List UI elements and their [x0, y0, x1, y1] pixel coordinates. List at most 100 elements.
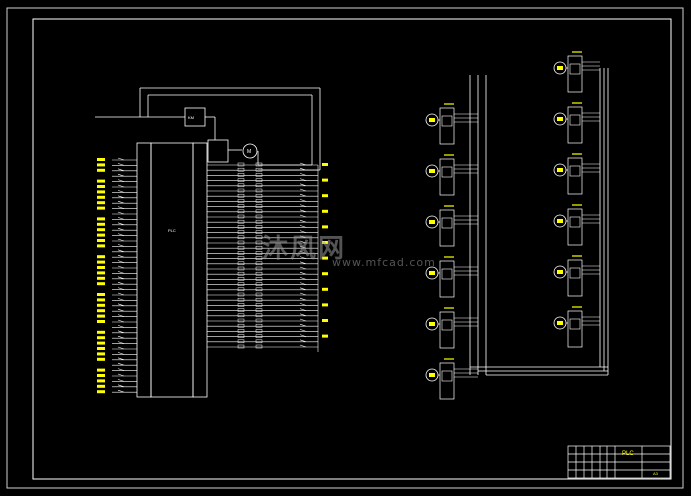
input-row [97, 238, 137, 242]
output-row [207, 344, 318, 349]
input-row [112, 362, 137, 366]
input-row [97, 298, 137, 302]
input-row [97, 341, 137, 345]
output-row [207, 303, 328, 307]
output-row [207, 323, 318, 328]
input-row [97, 373, 137, 377]
motor-unit [553, 153, 600, 195]
output-row [207, 292, 318, 297]
output-row [207, 240, 328, 245]
input-row [97, 389, 137, 394]
motor-unit [553, 102, 600, 144]
output-row [207, 277, 318, 281]
plc-input-wiring [97, 157, 137, 394]
breaker-label: KM [188, 115, 194, 120]
output-row [207, 297, 318, 302]
motor-unit [425, 205, 478, 247]
output-row [207, 318, 328, 323]
input-row [97, 368, 137, 372]
output-row [207, 167, 318, 172]
motor-unit [425, 154, 478, 196]
title-block-sheet: A3 [653, 471, 659, 476]
motor-label: M [247, 149, 251, 155]
motor-circuit-diagram [469, 68, 609, 376]
input-row [97, 244, 137, 248]
output-row [207, 251, 318, 255]
output-row [207, 173, 318, 177]
input-row [97, 314, 137, 318]
watermark-url: www.mfcad.com [332, 256, 436, 269]
output-row [207, 214, 318, 219]
output-row [207, 266, 318, 271]
watermark-brand: 沐风网 [262, 234, 347, 264]
output-row [207, 188, 318, 193]
plc-box-label: PLC [168, 228, 176, 233]
input-row [97, 330, 137, 334]
output-row [207, 308, 318, 312]
input-row [97, 346, 137, 350]
input-row [97, 384, 137, 388]
input-row [97, 260, 137, 264]
motor-unit [553, 51, 600, 93]
input-row [97, 184, 137, 188]
output-row [207, 329, 318, 333]
watermark: 沐风网 www.mfcad.com [262, 228, 435, 269]
input-row [112, 249, 137, 253]
output-row [207, 245, 318, 250]
input-row [97, 168, 137, 172]
input-row [112, 287, 137, 290]
motor-unit [425, 103, 478, 145]
inner-border [32, 18, 672, 480]
input-row [97, 335, 137, 340]
input-row [97, 227, 137, 232]
output-row [207, 339, 318, 344]
output-row [207, 287, 328, 292]
output-row [207, 271, 328, 276]
output-row [207, 230, 318, 234]
outer-border [6, 7, 684, 489]
title-block-title: PLC [622, 451, 634, 457]
right-motor-group [553, 51, 600, 348]
title-block [567, 445, 671, 479]
motor-unit [553, 306, 600, 348]
output-row [207, 178, 328, 182]
input-row [97, 222, 137, 226]
input-row [97, 190, 137, 194]
input-row [97, 157, 137, 161]
input-row [112, 173, 137, 177]
input-row [97, 271, 137, 275]
output-row [207, 225, 328, 229]
plc-output-wiring [207, 162, 328, 352]
input-row [97, 352, 137, 356]
motor-unit [425, 307, 478, 349]
output-row [207, 334, 328, 338]
input-row [97, 265, 137, 269]
output-row [207, 219, 318, 224]
output-row [207, 235, 318, 240]
input-row [97, 200, 137, 205]
input-row [97, 206, 137, 210]
input-row [97, 163, 137, 167]
input-row [112, 325, 137, 328]
output-row [207, 162, 328, 167]
input-row [97, 281, 137, 286]
input-row [97, 319, 137, 323]
motor-unit [425, 358, 478, 400]
output-row [207, 282, 318, 286]
output-row [207, 183, 318, 188]
input-row [97, 233, 137, 237]
output-row [207, 256, 328, 260]
motor-unit [553, 255, 600, 297]
output-row [207, 193, 328, 198]
output-row [207, 209, 328, 214]
input-row [112, 211, 137, 215]
input-row [97, 357, 137, 361]
input-row [97, 276, 137, 280]
output-row [207, 313, 318, 318]
input-row [97, 195, 137, 199]
input-row [97, 379, 137, 383]
left-motor-group [425, 103, 478, 400]
output-row [207, 261, 318, 266]
input-row [97, 292, 137, 296]
